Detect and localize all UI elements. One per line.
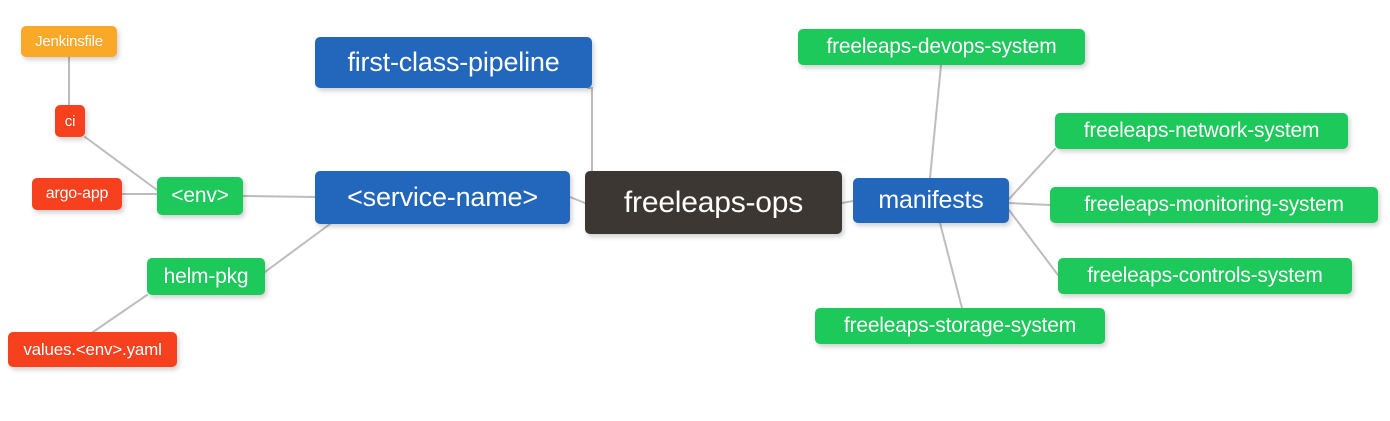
mindmap-node-jenkinsfile[interactable]: Jenkinsfile — [21, 26, 117, 57]
mindmap-node-freeleaps-monitoring-system[interactable]: freeleaps-monitoring-system — [1050, 187, 1378, 223]
mindmap-node-freeleaps-network-system[interactable]: freeleaps-network-system — [1055, 113, 1348, 149]
mindmap-node-freeleaps-storage-system[interactable]: freeleaps-storage-system — [815, 308, 1105, 344]
mindmap-edge — [1008, 202, 1051, 206]
mindmap-edge — [242, 195, 316, 198]
mindmap-node-manifests[interactable]: manifests — [853, 178, 1009, 223]
mindmap-edge — [587, 87, 593, 172]
mindmap-edge — [841, 200, 854, 204]
mindmap-node-env[interactable]: <env> — [157, 177, 243, 215]
mindmap-edge — [92, 294, 148, 333]
mindmap-node-freeleaps-devops-system[interactable]: freeleaps-devops-system — [798, 29, 1085, 65]
mindmap-edge — [264, 223, 331, 273]
mindmap-node-freeleaps-controls-system[interactable]: freeleaps-controls-system — [1058, 258, 1352, 294]
mindmap-edge — [929, 64, 942, 179]
mindmap-edge — [939, 222, 963, 309]
mindmap-node-argo-app[interactable]: argo-app — [32, 178, 122, 210]
mindmap-node-service-name[interactable]: <service-name> — [315, 171, 570, 224]
mindmap-node-helm-pkg[interactable]: helm-pkg — [147, 258, 265, 295]
mindmap-edge — [569, 196, 586, 204]
mindmap-node-ci[interactable]: ci — [55, 105, 85, 137]
mindmap-node-values-env-yaml[interactable]: values.<env>.yaml — [8, 332, 177, 367]
mindmap-node-first-class-pipeline[interactable]: first-class-pipeline — [315, 37, 592, 88]
mindmap-node-freeleaps-ops[interactable]: freeleaps-ops — [585, 171, 842, 234]
mindmap-edge — [1008, 148, 1056, 200]
